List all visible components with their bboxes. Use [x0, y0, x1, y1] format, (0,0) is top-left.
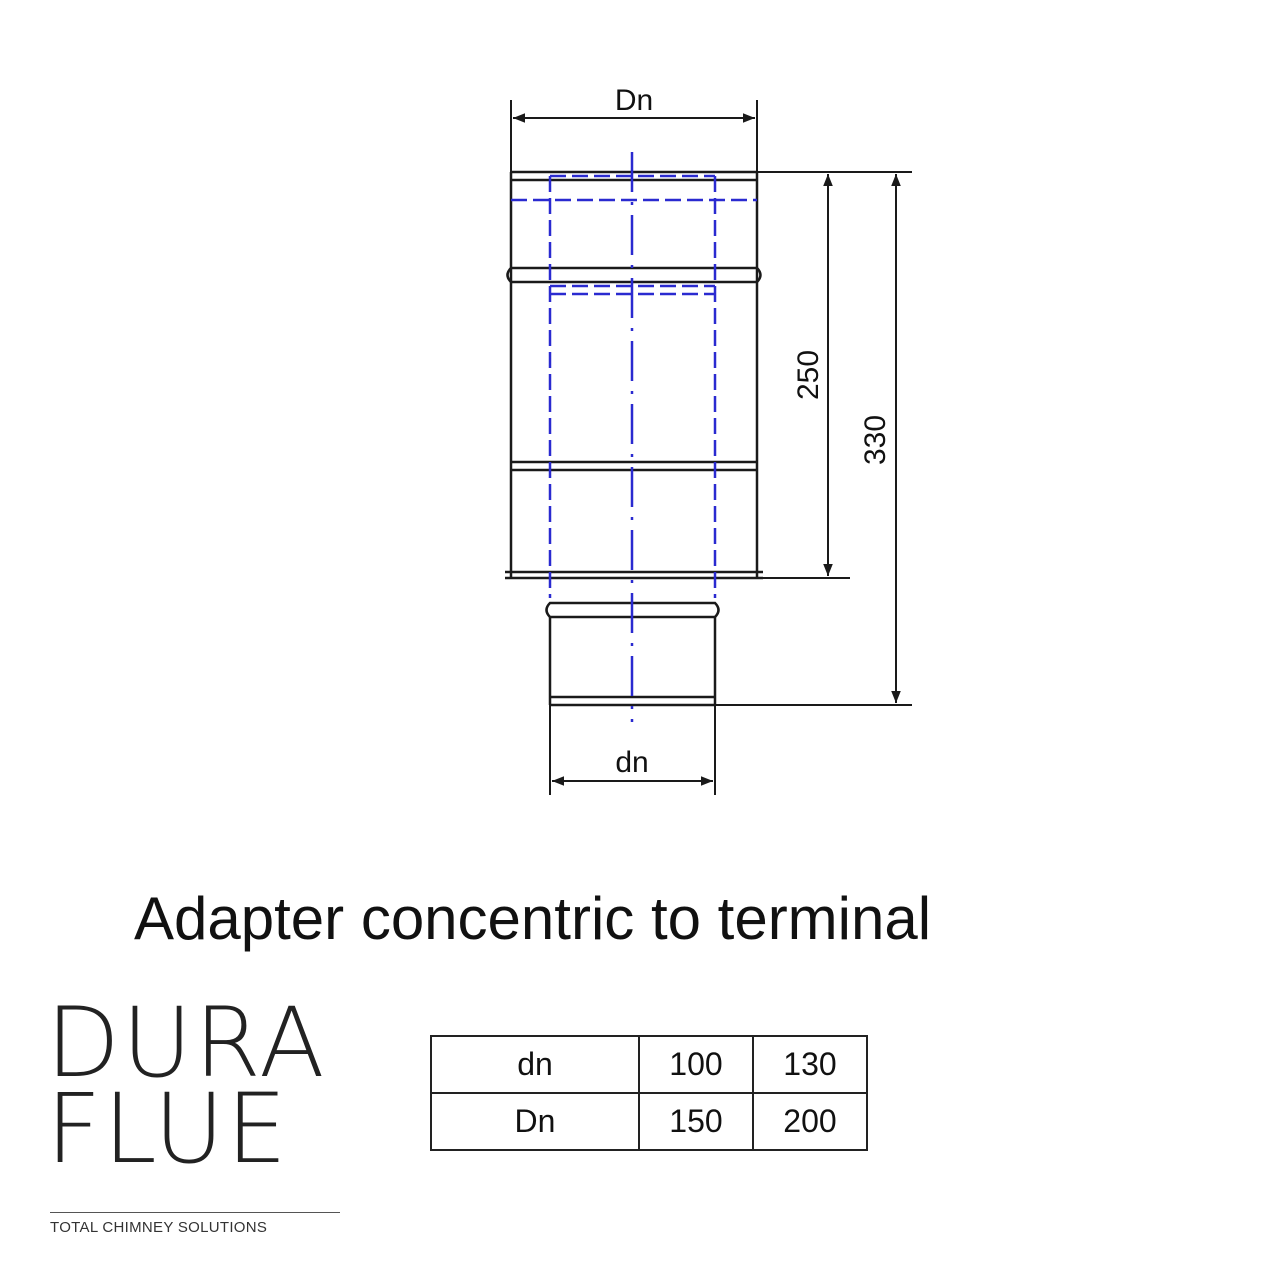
logo-line-1: DURA: [46, 987, 327, 1099]
table-cell: 200: [752, 1092, 868, 1151]
table-row: dn 100 130: [430, 1035, 868, 1094]
inner-flue-hidden-lines: [511, 174, 757, 598]
table-cell: 150: [638, 1092, 754, 1151]
dimension-label-Dn: Dn: [615, 84, 653, 117]
dimension-label-250: 250: [792, 350, 825, 400]
duraflue-logo: DURA FLUE TOTAL CHIMNEY SOLUTIONS: [46, 987, 346, 1240]
dimension-label-330: 330: [859, 415, 892, 465]
logo-line-2: FLUE: [46, 1073, 289, 1185]
dimension-height-330: [715, 171, 912, 706]
table-row-label: dn: [430, 1035, 640, 1094]
diagram-title: Adapter concentric to terminal: [134, 885, 932, 952]
dimension-label-dn: dn: [615, 746, 648, 779]
table-row: Dn 150 200: [430, 1092, 868, 1151]
technical-drawing: Dn dn 250 330: [505, 84, 912, 795]
table-row-label: Dn: [430, 1092, 640, 1151]
adapter-body: [505, 170, 763, 707]
dimensions-table: dn 100 130 Dn 150 200: [430, 1035, 868, 1151]
dimension-height-250: [757, 171, 850, 579]
logo-tagline: TOTAL CHIMNEY SOLUTIONS: [50, 1212, 340, 1236]
dimension-inner-diameter: [549, 705, 716, 795]
dimension-outer-diameter: [510, 100, 758, 172]
table-cell: 100: [638, 1035, 754, 1094]
table-cell: 130: [752, 1035, 868, 1094]
